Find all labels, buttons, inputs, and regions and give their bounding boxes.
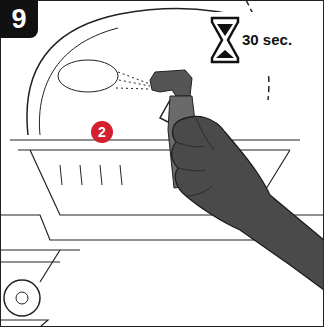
step-number: 9: [0, 0, 38, 38]
time-label: 30 sec.: [242, 31, 292, 48]
spray-lines: [116, 72, 150, 89]
grill-leg: [0, 250, 60, 327]
node-text: 2: [98, 124, 106, 140]
spray-trigger: [160, 100, 170, 122]
lid-edge: [39, 28, 118, 135]
gloved-hand: [172, 116, 324, 290]
hourglass: [212, 18, 238, 62]
callout-number: 2: [91, 121, 113, 143]
wheel-hub: [16, 292, 28, 304]
target-area: [58, 60, 118, 92]
wheel: [4, 280, 40, 316]
frame-rail: [0, 250, 80, 262]
glove-folds: [176, 118, 214, 196]
spray-nozzle: [150, 70, 192, 96]
hourglass-sand: [216, 24, 234, 58]
node-text: 9: [11, 4, 26, 35]
